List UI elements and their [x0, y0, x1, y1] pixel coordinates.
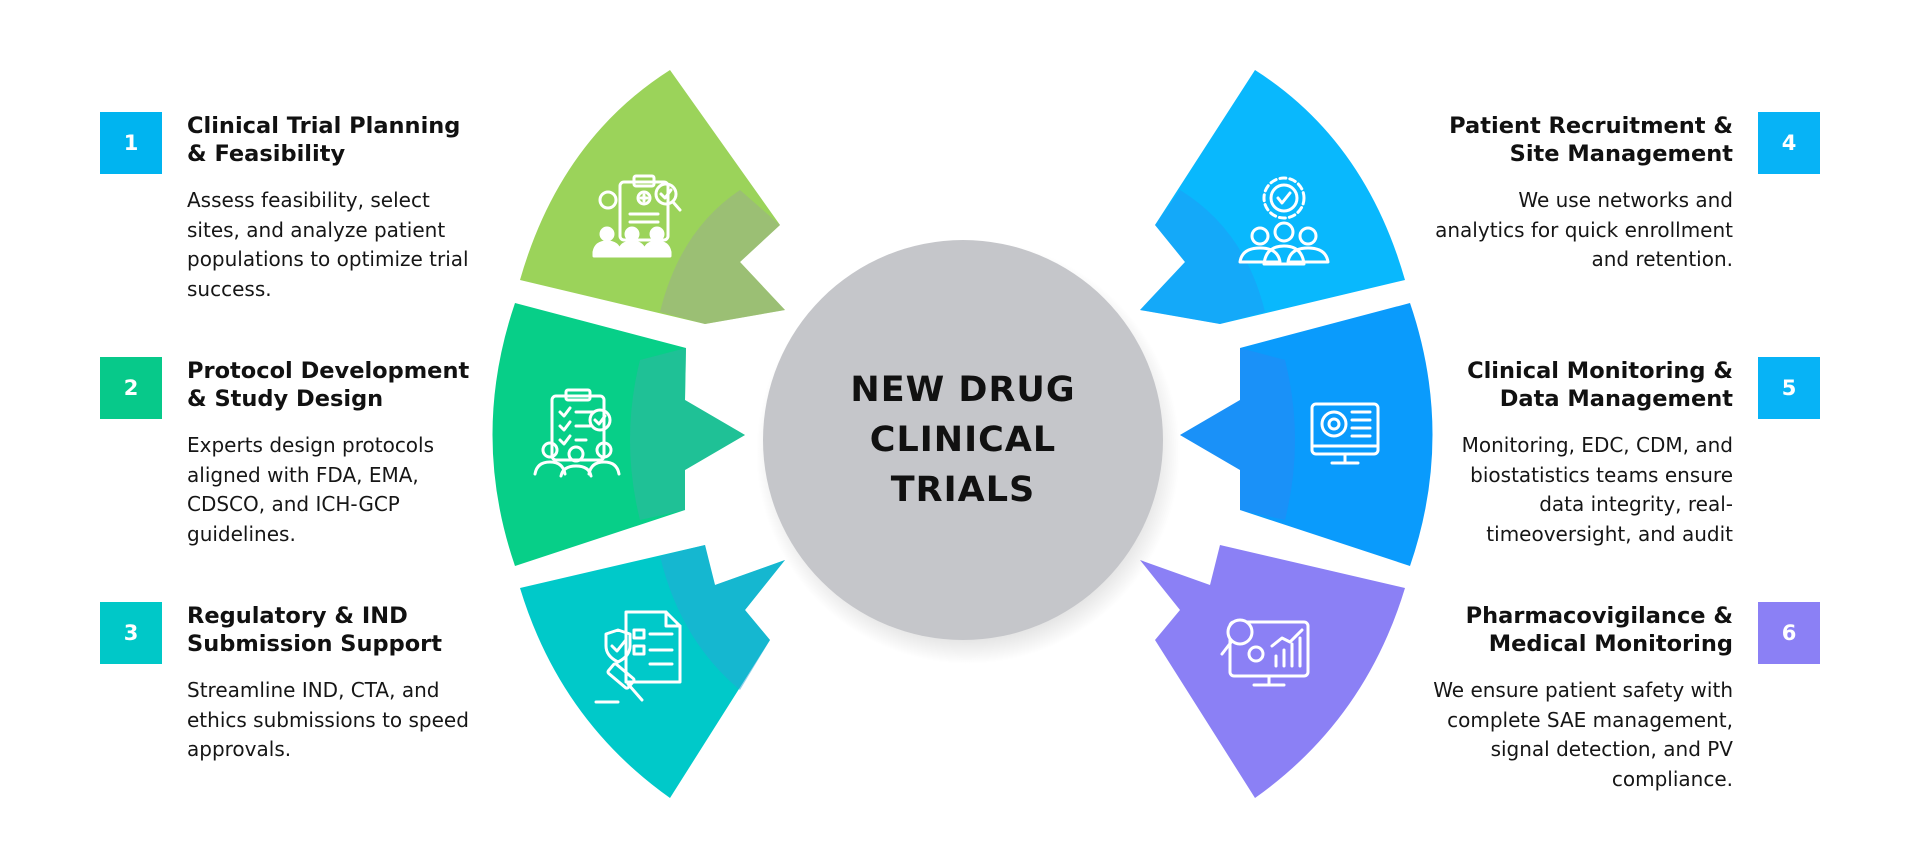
step-1-description: Assess feasibility, select sites, and an… — [187, 188, 469, 301]
step-5-number-badge: 5 — [1758, 357, 1820, 419]
step-4-number-badge: 4 — [1758, 112, 1820, 174]
petal-1-overlay — [660, 190, 785, 324]
clipboard-team-icon — [592, 174, 682, 258]
step-6-title: Pharmacovigilance & Medical Monitoring — [1465, 603, 1733, 657]
step-6-description: We ensure patient safety with complete S… — [1433, 678, 1733, 791]
step-5-title: Clinical Monitoring & Data Management — [1467, 358, 1733, 412]
checklist-team-icon — [533, 388, 621, 478]
step-3-number-badge: 3 — [100, 602, 162, 664]
petal-3-overlay — [660, 545, 785, 690]
petal-6 — [1140, 545, 1405, 798]
petal-2-overlay — [630, 348, 745, 520]
step-1-number-badge: 1 — [100, 112, 162, 174]
step-2-number-badge: 2 — [100, 357, 162, 419]
step-1-title: Clinical Trial Planning & Feasibility — [187, 113, 461, 167]
step-3-description: Streamline IND, CTA, and ethics submissi… — [187, 678, 469, 761]
step-4-description: We use networks and analytics for quick … — [1435, 188, 1733, 271]
center-title: NEW DRUG CLINICAL TRIALS — [850, 370, 1076, 510]
center-circle — [763, 240, 1163, 640]
step-2-title: Protocol Development & Study Design — [187, 358, 470, 412]
step-5-description: Monitoring, EDC, CDM, and biostatistics … — [1461, 433, 1733, 546]
step-4-title: Patient Recruitment & Site Management — [1449, 113, 1733, 167]
petal-5-overlay — [1180, 348, 1295, 520]
petal-5 — [1180, 303, 1433, 566]
petal-2 — [492, 303, 745, 566]
petal-4-overlay — [1140, 190, 1265, 324]
step-2-description: Experts design protocols aligned with FD… — [187, 433, 435, 546]
monitor-dashboard-icon — [1310, 402, 1380, 465]
monitor-analytics-icon — [1220, 618, 1310, 687]
team-gear-icon — [1238, 176, 1330, 266]
step-3-title: Regulatory & IND Submission Support — [187, 603, 443, 657]
step-6-number-badge: 6 — [1758, 602, 1820, 664]
gavel-document-icon — [594, 610, 682, 704]
